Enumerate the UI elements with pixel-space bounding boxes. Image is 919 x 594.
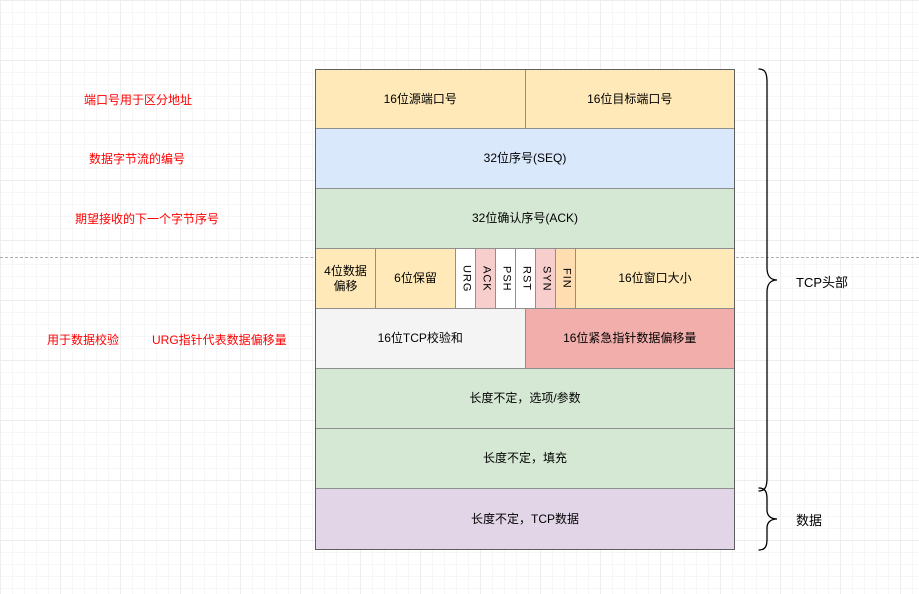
cell-urgent-pointer: 16位紧急指针数据偏移量 xyxy=(525,309,734,368)
row-ack: 32位确认序号(ACK) xyxy=(316,189,734,249)
cell-options: 长度不定，选项/参数 xyxy=(316,369,734,428)
brace-tcp-header xyxy=(758,68,778,492)
cell-window-size: 16位窗口大小 xyxy=(576,249,734,308)
row-padding: 长度不定，填充 xyxy=(316,429,734,489)
cell-seq-number: 32位序号(SEQ) xyxy=(316,129,734,188)
row-flags: 4位数据偏移 6位保留 URG ACK PSH RST SYN FIN 16位窗… xyxy=(316,249,734,309)
row-seq: 32位序号(SEQ) xyxy=(316,129,734,189)
flag-fin: FIN xyxy=(556,249,576,308)
cell-dest-port: 16位目标端口号 xyxy=(525,70,734,128)
cell-data-offset: 4位数据偏移 xyxy=(316,249,376,308)
annotation-port-note: 端口号用于区分地址 xyxy=(84,93,193,107)
row-data: 长度不定，TCP数据 xyxy=(316,489,734,549)
annotation-checksum-note: 用于数据校验 xyxy=(47,333,120,347)
annotation-urg-note: URG指针代表数据偏移量 xyxy=(152,333,287,347)
row-options: 长度不定，选项/参数 xyxy=(316,369,734,429)
flag-syn: SYN xyxy=(536,249,556,308)
cell-checksum: 16位TCP校验和 xyxy=(316,309,526,368)
label-data: 数据 xyxy=(796,513,823,528)
annotation-seq-note: 数据字节流的编号 xyxy=(89,152,186,166)
cell-ack-number: 32位确认序号(ACK) xyxy=(316,189,734,248)
row-ports: 16位源端口号 16位目标端口号 xyxy=(316,70,734,129)
row-checksum: 16位TCP校验和 16位紧急指针数据偏移量 xyxy=(316,309,734,369)
tcp-header-diagram: 16位源端口号 16位目标端口号 32位序号(SEQ) 32位确认序号(ACK)… xyxy=(315,69,735,550)
flag-psh: PSH xyxy=(496,249,516,308)
cell-source-port: 16位源端口号 xyxy=(316,70,526,128)
flag-rst: RST xyxy=(516,249,536,308)
label-tcp-header: TCP头部 xyxy=(796,275,849,290)
flag-ack: ACK xyxy=(476,249,496,308)
annotation-ack-note: 期望接收的下一个字节序号 xyxy=(75,212,220,226)
cell-tcp-data: 长度不定，TCP数据 xyxy=(316,489,734,549)
cell-reserved: 6位保留 xyxy=(376,249,456,308)
brace-data xyxy=(758,487,778,551)
cell-padding: 长度不定，填充 xyxy=(316,429,734,488)
flag-urg: URG xyxy=(456,249,476,308)
